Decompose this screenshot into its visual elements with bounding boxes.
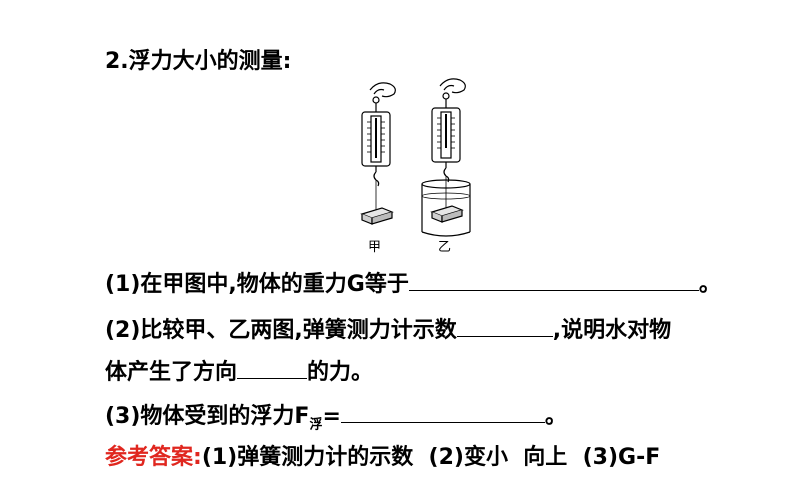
answer-blank-1[interactable] (408, 268, 699, 291)
answer-blank-2[interactable] (456, 314, 553, 337)
answer-blank-3[interactable] (237, 356, 308, 379)
question-2-line2-text: 体产生了方向 (105, 360, 238, 385)
spring-scale-right (421, 78, 471, 237)
spring-scale-left (360, 82, 396, 225)
figure-label-yi: 乙 (438, 240, 452, 255)
question-2-continuation: ,说明水对物 (552, 318, 672, 343)
question-3-equals: = (322, 404, 341, 429)
question-3: (3)物体受到的浮力F浮= 。 (105, 400, 567, 439)
figure-label-jia: 甲 (368, 240, 382, 255)
question-1-end: 。 (698, 272, 721, 297)
reference-answer-label: 参考答案: (105, 445, 202, 470)
question-1-text: (1)在甲图中,物体的重力G等于 (105, 272, 409, 297)
question-2-line-1: (2)比较甲、乙两图,弹簧测力计示数 ,说明水对物 (105, 314, 671, 345)
question-3-end: 。 (544, 404, 567, 429)
answer-blank-4[interactable] (340, 400, 545, 423)
reference-answer: 参考答案:(1)弹簧测力计的示数 (2)变小 向上 (3)G-F (105, 444, 660, 472)
question-3-text: (3)物体受到的浮力F (105, 404, 310, 429)
question-2-line-2: 体产生了方向 的力。 (105, 356, 373, 387)
spring-scale-figure: 甲 乙 (340, 72, 490, 258)
section-title: 2.浮力大小的测量: (105, 49, 292, 74)
reference-answer-text: (1)弹簧测力计的示数 (2)变小 向上 (3)G-F (201, 445, 661, 470)
spring-scale-illustration (360, 78, 471, 237)
question-2-line2-end: 的力。 (307, 360, 374, 385)
question-1: (1)在甲图中,物体的重力G等于 。 (105, 268, 721, 299)
question-2-text: (2)比较甲、乙两图,弹簧测力计示数 (105, 318, 457, 343)
question-3-subscript: 浮 (309, 417, 323, 433)
